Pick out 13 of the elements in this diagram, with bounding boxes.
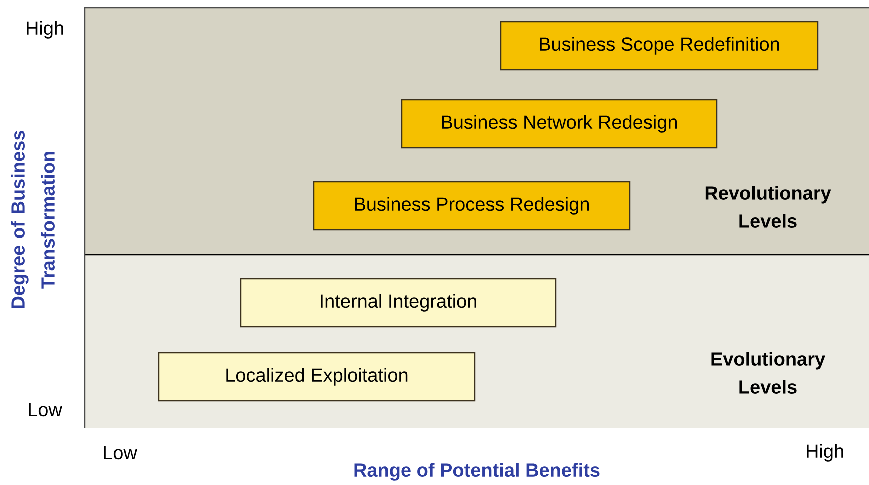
axis-title: Degree of Business Transformation	[11, 131, 55, 308]
level-box: Business Scope Redefinition	[500, 21, 819, 71]
level-box: Localized Exploitation	[158, 352, 476, 402]
level-label: Evolutionary Levels	[712, 352, 826, 394]
level-box: Business Network Redesign	[401, 99, 718, 149]
level-box: Internal Integration	[240, 278, 557, 328]
axis-tick-label: High	[807, 444, 844, 462]
axis-title: Range of Potential Benefits	[354, 463, 600, 481]
axis-tick-label: Low	[29, 403, 62, 417]
level-box: Business Process Redesign	[313, 181, 631, 231]
axis-tick-label: Low	[104, 446, 138, 460]
level-label: Revolutionary Levels	[706, 186, 832, 228]
axis-tick-label: High	[27, 21, 64, 39]
